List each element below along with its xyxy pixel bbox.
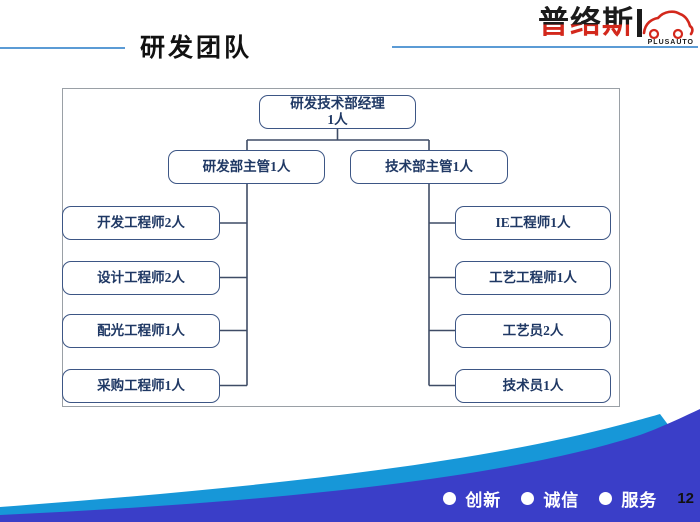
page-title: 研发团队: [140, 34, 253, 62]
footer-values: 创新 诚信 服务 12: [443, 486, 696, 511]
title-accent-line-right: [392, 46, 698, 48]
org-node-label: 配光工程师1人: [97, 322, 185, 338]
logo-car-icon: PLUSAUTO: [636, 6, 694, 46]
org-node-tech-supervisor: 技术部主管1人: [350, 150, 508, 184]
org-node-label: 采购工程师1人: [97, 377, 185, 393]
org-node-label: 研发部主管1人: [202, 159, 291, 174]
org-node-label: 开发工程师2人: [97, 215, 185, 230]
org-node-manager: 研发技术部经理 1人: [259, 95, 416, 129]
org-node-label: 研发技术部经理: [290, 96, 385, 111]
page-number: 12: [677, 490, 694, 507]
footer-value-label: 诚信: [543, 491, 580, 510]
org-node-label: 工艺工程师1人: [489, 269, 577, 285]
org-node-optics-engineer: 配光工程师1人: [62, 313, 220, 348]
org-node-count: 1人: [327, 112, 348, 127]
footer-value-integrity: 诚信: [521, 486, 579, 511]
org-node-ie-engineer: IE工程师1人: [455, 206, 611, 240]
footer-value-innovation: 创新: [443, 486, 501, 511]
org-node-rd-supervisor: 研发部主管1人: [168, 150, 325, 184]
bullet-icon: [599, 492, 613, 505]
org-node-purchasing-engineer: 采购工程师1人: [62, 368, 220, 403]
org-node-process-engineer: 工艺工程师1人: [455, 260, 611, 295]
org-node-process-staff: 工艺员2人: [455, 313, 611, 348]
org-node-label: 设计工程师2人: [97, 269, 185, 285]
org-node-design-engineer: 设计工程师2人: [62, 260, 220, 295]
logo-text: 普络斯: [538, 5, 634, 40]
org-node-label: 技术员1人: [502, 377, 564, 393]
footer-value-service: 服务: [599, 486, 657, 511]
title-accent-line-left: [0, 47, 125, 49]
org-node-technician: 技术员1人: [455, 368, 611, 403]
footer-value-label: 创新: [465, 491, 502, 510]
logo-subtext: PLUSAUTO: [647, 39, 694, 46]
org-node-label: IE工程师1人: [495, 215, 571, 230]
org-chart-frame: [62, 88, 620, 407]
org-node-label: 技术部主管1人: [385, 159, 473, 174]
bullet-icon: [443, 492, 457, 505]
footer-value-label: 服务: [621, 491, 658, 510]
org-node-label: 工艺员2人: [502, 322, 564, 338]
org-node-dev-engineer: 开发工程师2人: [62, 206, 220, 240]
company-logo: 普络斯 PLUSAUTO: [538, 6, 694, 46]
bullet-icon: [521, 492, 535, 505]
